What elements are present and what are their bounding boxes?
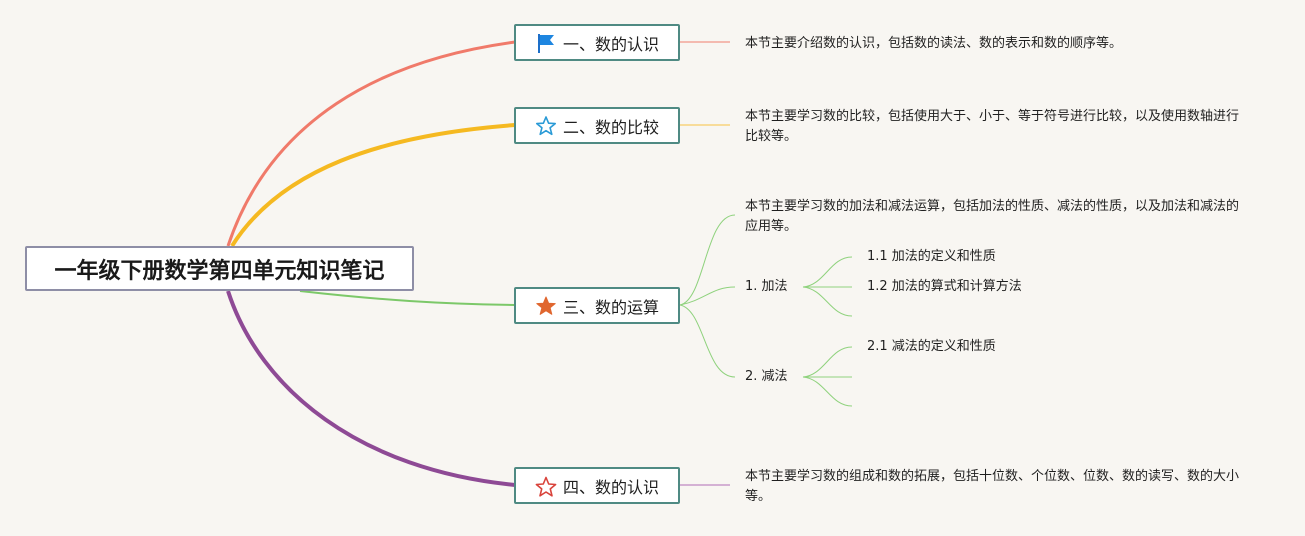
subtopic-add-1[interactable]: 1.1 加法的定义和性质 [867,249,996,264]
branch-title-1: 一、数的认识 [562,34,659,54]
subtopic-sub-1[interactable]: 2.1 减法的定义和性质 [867,339,996,354]
branch-note-3: 本节主要学习数的加法和减法运算，包括加法的性质、减法的性质，以及加法和减法的应用… [745,199,1240,234]
branch-note-2: 本节主要学习数的比较，包括使用大于、小于、等于符号进行比较，以及使用数轴进行比较… [745,109,1240,144]
connector-b3-sub [679,304,736,378]
branch-topic-4[interactable]: 四、数的认识 [514,467,680,504]
connector-b3-note [679,214,736,306]
connector-add-3 [802,286,853,317]
branch-title-3: 三、数的运算 [562,297,659,317]
subtopic-add[interactable]: 1. 加法 [745,279,788,294]
blue-flag-icon [535,32,557,54]
outline-star-red-icon [535,475,557,497]
connector-sub-3 [802,376,853,407]
connector-add-1 [802,256,853,288]
filled-star-orange-icon [535,295,557,317]
connector-sub-1 [802,346,853,378]
root-topic[interactable]: 一年级下册数学第四单元知识笔记 [25,246,414,291]
subtopic-add-2[interactable]: 1.2 加法的算式和计算方法 [867,279,1022,294]
connector-branch-4 [226,290,516,487]
outline-star-blue-icon [535,115,557,137]
branch-topic-3[interactable]: 三、数的运算 [514,287,680,324]
branch-title-2: 二、数的比较 [562,117,659,137]
branch-title-4: 四、数的认识 [562,477,659,497]
branch-topic-1[interactable]: 一、数的认识 [514,24,680,61]
subtopic-sub[interactable]: 2. 减法 [745,369,788,384]
branch-topic-2[interactable]: 二、数的比较 [514,107,680,144]
connector-branch-3 [299,290,516,306]
branch-note-4: 本节主要学习数的组成和数的拓展，包括十位数、个位数、位数、数的读写、数的大小等。 [745,469,1240,504]
connector-branch-1 [226,40,516,247]
connector-b3-add [679,286,736,306]
connector-branch-2 [230,123,516,248]
branch-note-1: 本节主要介绍数的认识，包括数的读法、数的表示和数的顺序等。 [745,36,1123,51]
